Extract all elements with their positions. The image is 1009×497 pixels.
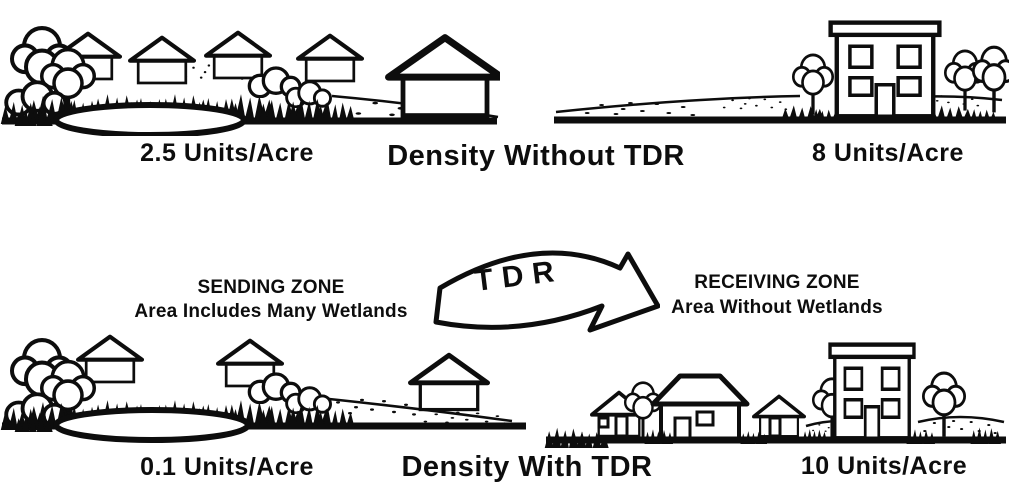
house-icon xyxy=(389,38,500,116)
scene-top-left-wetland-houses xyxy=(0,4,500,136)
sending-zone-title: SENDING ZONE xyxy=(197,277,345,298)
density-label-top-right: 8 Units/Acre xyxy=(812,139,964,167)
tree-icon xyxy=(922,371,966,438)
arrow-banner-shape xyxy=(433,250,660,333)
row-title-with-tdr: Density With TDR xyxy=(401,451,653,483)
density-label-bottom-right: 10 Units/Acre xyxy=(800,452,968,480)
scene-bottom-left-preserved-wetland xyxy=(0,312,526,443)
density-label-bottom-left: 0.1 Units/Acre xyxy=(140,453,314,481)
two-story-house-icon xyxy=(650,373,750,442)
ground-dots xyxy=(722,97,788,111)
house-icon xyxy=(130,38,194,83)
wetland-pond xyxy=(53,102,247,136)
scene-top-right-apartment xyxy=(554,8,1009,124)
door xyxy=(614,414,629,438)
scene-bottom-right-dense-housing xyxy=(544,330,1006,448)
apartment-building-icon xyxy=(830,345,914,439)
tree-icon xyxy=(972,45,1009,114)
window xyxy=(597,416,610,429)
house-icon xyxy=(410,355,487,409)
receiving-zone-title: RECEIVING ZONE xyxy=(694,272,860,293)
door xyxy=(768,416,782,438)
row-title-without-tdr: Density Without TDR xyxy=(387,140,685,172)
receiving-zone-subtitle: Area Without Wetlands xyxy=(671,297,883,318)
tree-icon xyxy=(792,53,834,116)
house-icon xyxy=(78,337,142,382)
house-icon xyxy=(206,33,270,78)
apartment-building-icon xyxy=(831,23,940,117)
wetland-pond xyxy=(53,407,251,443)
density-label-top-left: 2.5 Units/Acre xyxy=(140,139,314,167)
tdr-transfer-arrow: TDR xyxy=(433,250,660,333)
house-icon xyxy=(298,36,362,81)
sending-zone-subtitle: Area Includes Many Wetlands xyxy=(134,301,408,322)
